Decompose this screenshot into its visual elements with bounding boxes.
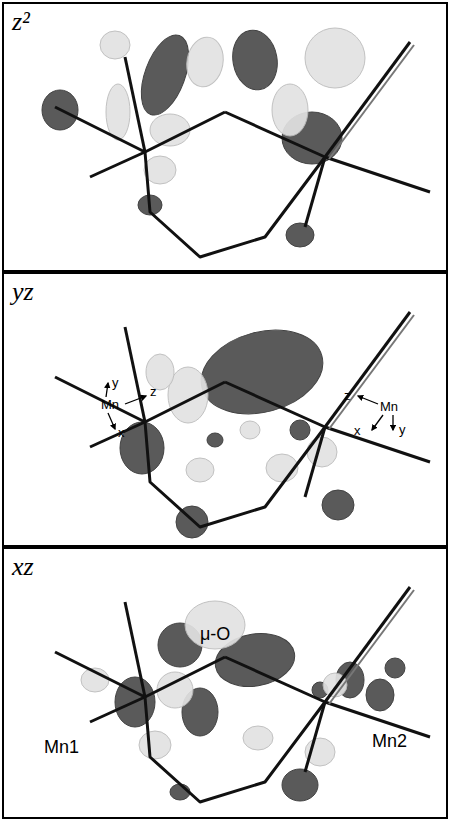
bond-line [125,602,145,697]
bond-line [145,697,325,802]
bond-line [145,152,325,257]
panel-label: yz [12,278,34,307]
axis-label: y [112,376,119,390]
atom-label: Mn2 [372,732,407,752]
axis-arrow [125,396,146,404]
axis-arrow [108,413,115,429]
panel-label: xz [12,553,34,582]
orbital-lobe [240,421,260,439]
orbital-lobe [207,433,223,447]
bond-line [55,107,145,152]
axis-label: Mn [380,400,398,414]
orbital-lobe [183,34,227,89]
orbital-lobe [385,658,405,678]
axis-arrow [372,415,383,430]
bond-line [325,587,410,702]
axis-label: z [344,389,351,403]
bond-line [55,377,145,422]
bond-line [145,422,325,527]
axis-label: x [118,426,125,440]
bond-line [225,112,325,157]
axis-arrow [106,383,108,397]
orbital-lobe [100,31,130,59]
molecule-skeleton [55,587,430,802]
bond-line [325,312,410,427]
orbital-lobe [228,27,282,94]
axis-arrow [358,396,378,404]
orbital-lobe [272,84,308,136]
orbital-panel: z² [2,2,448,272]
bond-line [305,702,325,772]
bond-line [145,382,225,422]
orbital-lobe [106,84,130,140]
bond-line [325,42,410,157]
axis-label: y [399,423,406,437]
orbital-lobe [366,679,394,711]
axis-arrow [392,415,393,430]
orbital-lobe [305,28,365,88]
axis-label: x [354,424,361,438]
bond-line [225,657,325,702]
molecule-skeleton [55,312,430,527]
orbital-lobe [243,726,273,750]
orbital-lobe [150,114,190,146]
orbital-panel: xz [2,547,448,819]
orbital-lobe [286,223,314,247]
bond-line [90,697,145,722]
bond-line [125,57,145,152]
bond-line [305,427,325,497]
orbital-lobe [282,769,318,801]
bond-line [145,657,225,697]
orbital-lobe [139,731,171,759]
orbital-lobe [185,601,245,649]
orbital-lobe [186,458,214,482]
bond-line [90,152,145,177]
bond-line [145,112,225,152]
axis-label: z [150,385,157,399]
bond-line [305,157,325,227]
bond-line [225,382,325,427]
bond-line [90,422,145,447]
atom-label: μ-O [200,625,230,645]
bond-line [325,157,430,192]
bond-line [55,652,145,697]
orbital-lobe [192,317,332,426]
molecule-skeleton [55,42,430,257]
orbital-lobe [290,420,310,440]
bond-line [329,45,414,159]
atom-label: Mn1 [44,738,79,758]
axis-label: Mn [101,398,119,412]
bond-line [125,327,145,422]
orbital-lobe [157,672,193,708]
panel-label: z² [12,8,30,37]
orbital-lobe [322,490,354,520]
bond-line [329,315,414,429]
bond-line [329,590,414,704]
bond-line [325,427,430,462]
